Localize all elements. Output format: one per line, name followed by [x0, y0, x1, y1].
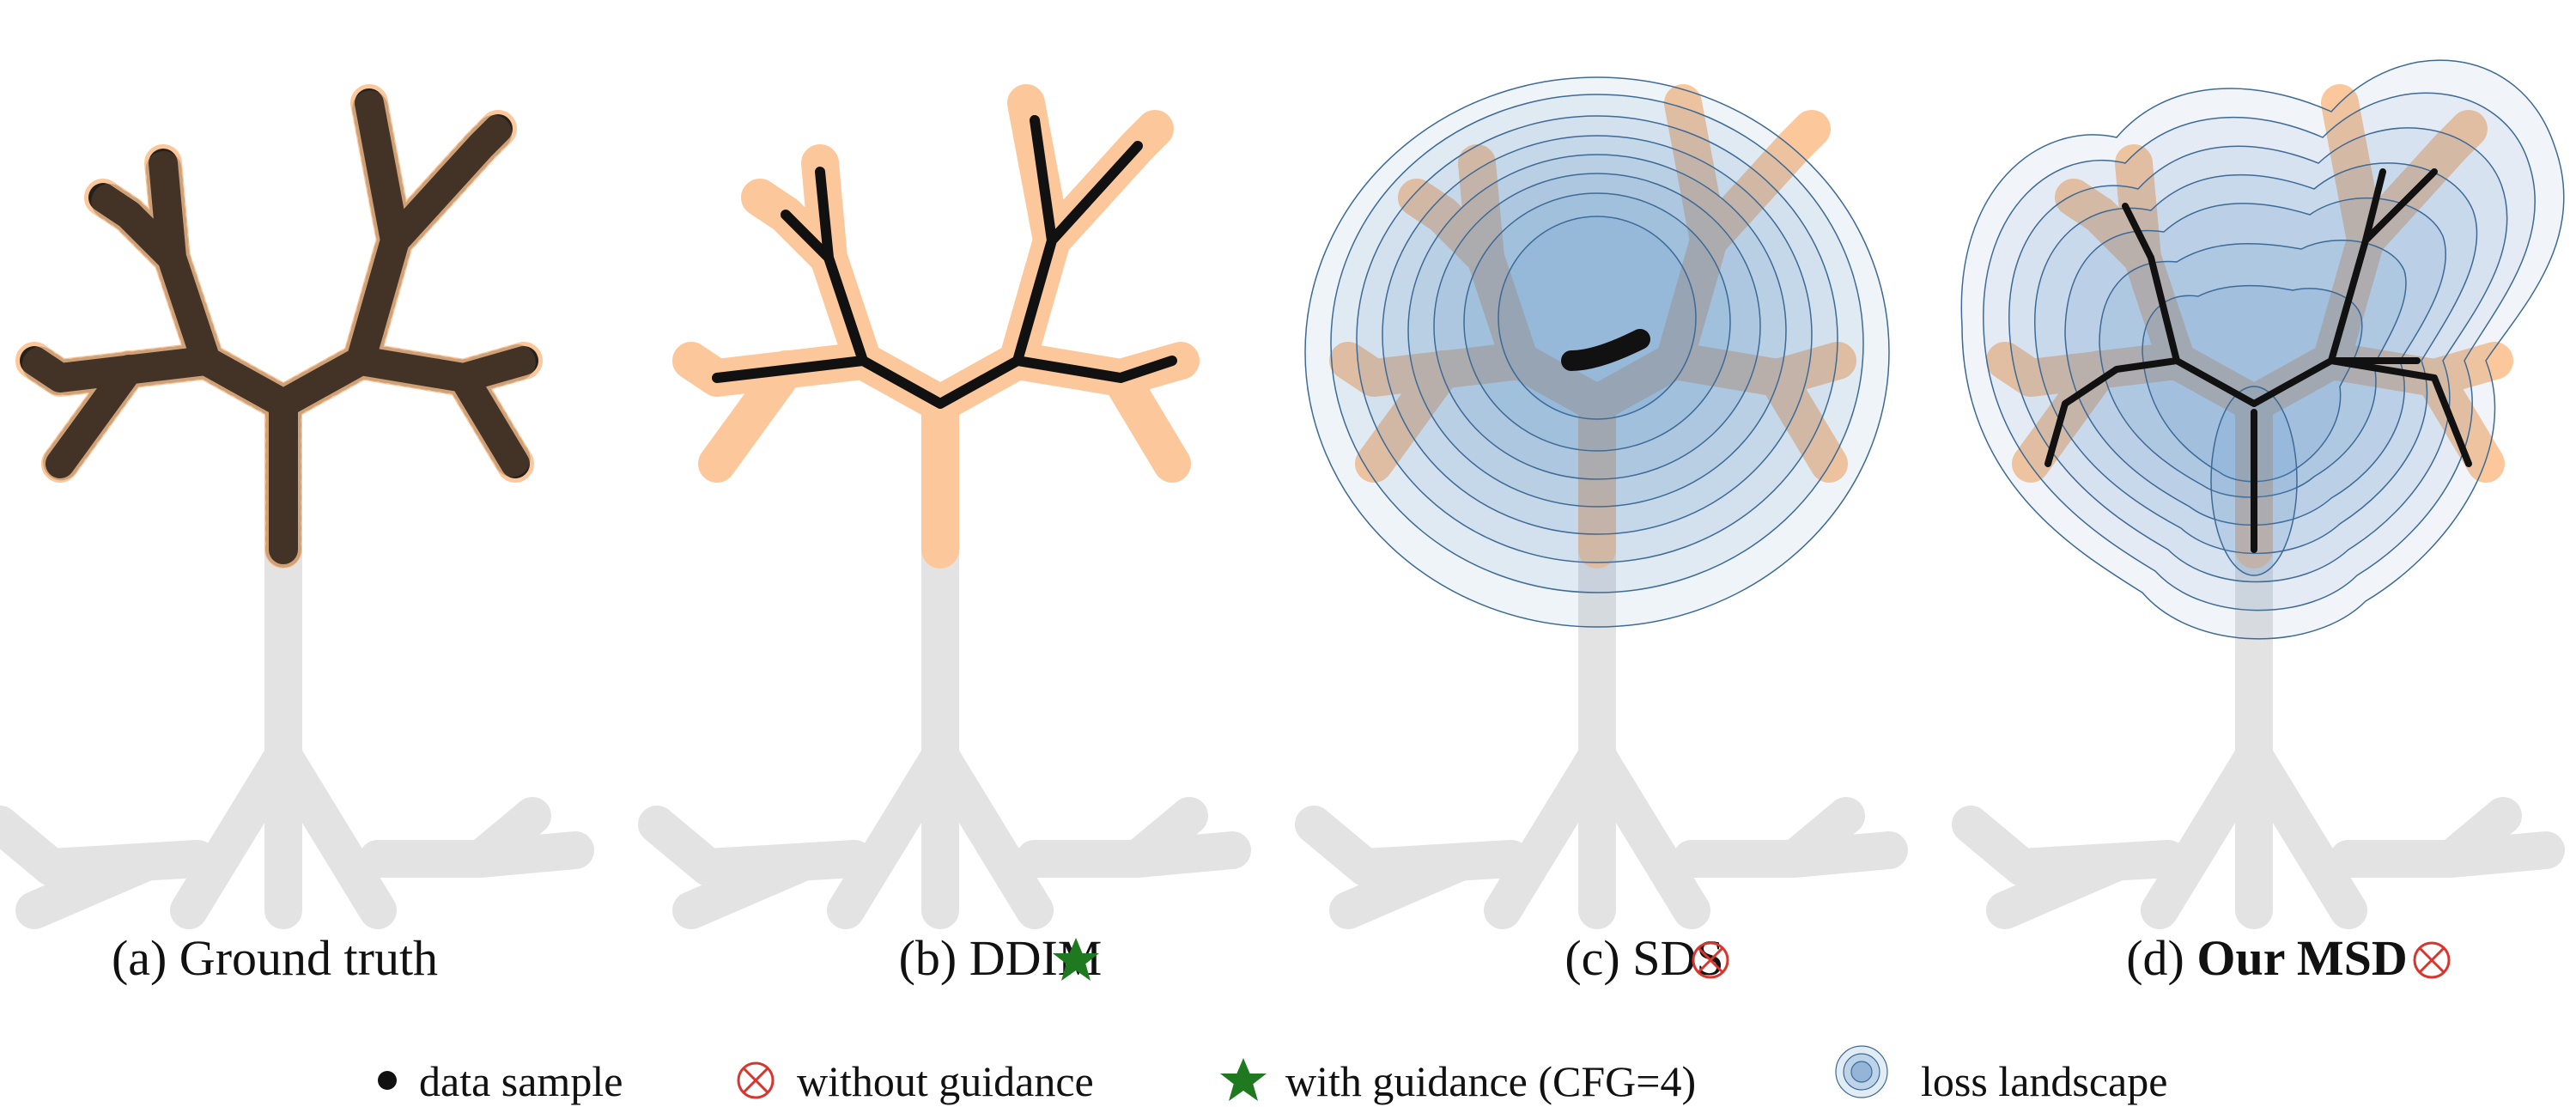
- caption-c-text: (c) SDS: [1564, 930, 1723, 986]
- legend-data-sample: data sample: [419, 1057, 623, 1105]
- caption-d: (d) Our MSD: [2126, 930, 2451, 986]
- background-tree: [1295, 496, 1908, 929]
- caption-c: (c) SDS: [1564, 930, 1729, 986]
- panel-ground-truth: [0, 103, 594, 929]
- panel-sds: [1295, 76, 1908, 929]
- data-samples: [2044, 168, 2472, 553]
- class-tree: [691, 103, 1181, 550]
- background-tree: [0, 496, 594, 929]
- loss-landscape: [1960, 59, 2565, 640]
- caption-d-prefix: (d): [2126, 930, 2196, 986]
- loss-landscape-icon: [1835, 1045, 1888, 1098]
- otimes-icon: [1692, 941, 1729, 979]
- legend-without-guidance: without guidance: [797, 1057, 1094, 1105]
- otimes-icon: [2413, 941, 2451, 979]
- caption-d-bold: Our MSD: [2196, 930, 2407, 986]
- legend-loss-landscape: loss landscape: [1921, 1057, 2167, 1105]
- panel-ddim: [638, 103, 1251, 929]
- caption-a: (a) Ground truth: [112, 930, 438, 986]
- background-tree: [638, 496, 1251, 929]
- caption-d-text: (d) Our MSD: [2126, 930, 2408, 986]
- legend: data sample without guidance with guidan…: [378, 1045, 2167, 1105]
- data-sample-dot-icon: [378, 1071, 397, 1090]
- background-tree: [1952, 496, 2565, 929]
- data-samples: [1561, 329, 1650, 371]
- otimes-icon: [737, 1061, 775, 1099]
- star-icon: [1220, 1058, 1267, 1101]
- data-samples: [712, 115, 1177, 409]
- caption-b: (b) DDIM: [899, 930, 1103, 986]
- loss-landscape: [1304, 76, 1890, 628]
- panel-msd: [1952, 59, 2565, 929]
- legend-with-guidance: with guidance (CFG=4): [1285, 1057, 1696, 1105]
- caption-a-text: (a) Ground truth: [112, 930, 438, 986]
